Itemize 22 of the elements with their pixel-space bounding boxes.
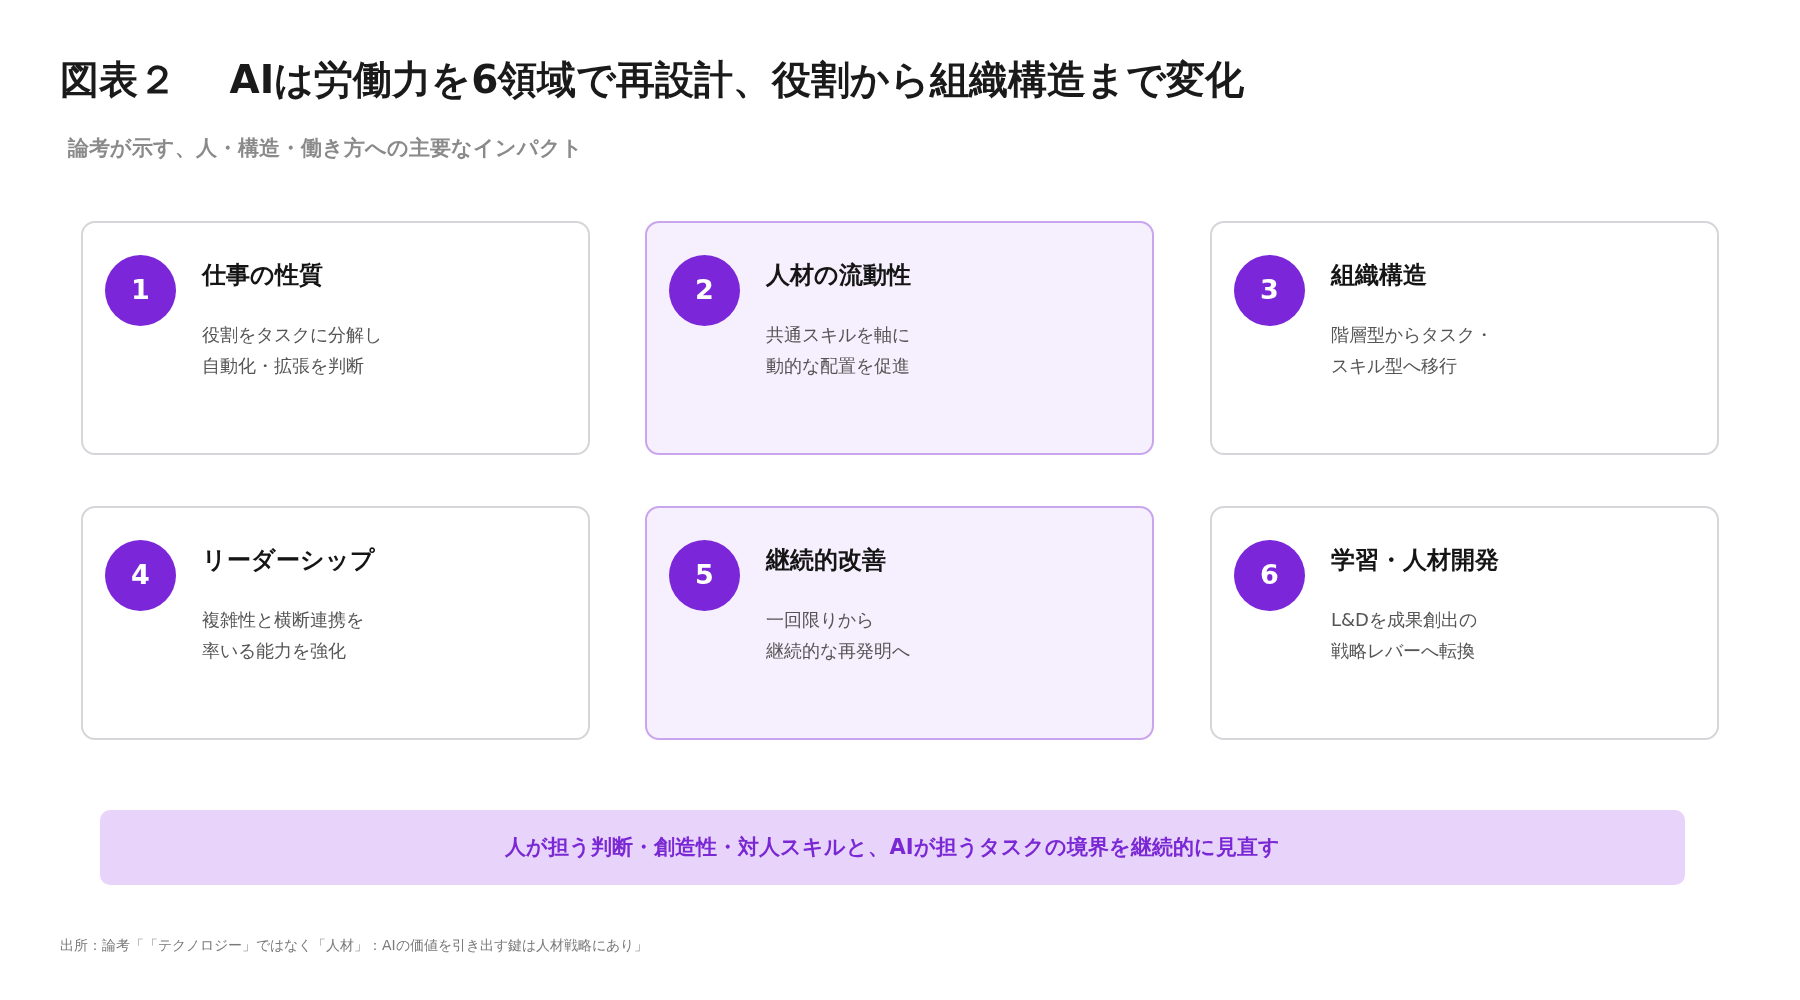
card-title: リーダーシップ <box>202 545 375 576</box>
card <box>645 506 1154 740</box>
card-title: 学習・人材開発 <box>1331 545 1499 576</box>
card-description: 役割をタスクに分解し自動化・拡張を判断 <box>202 323 382 378</box>
card-title: 継続的改善 <box>766 545 886 576</box>
card-title: 組織構造 <box>1331 260 1427 291</box>
card-description: 共通スキルを軸に動的な配置を促進 <box>766 323 910 378</box>
card <box>81 506 590 740</box>
source-note: 出所：論考「「テクノロジー」ではなく「人材」：AIの価値を引き出す鍵は人材戦略にあり」 <box>60 936 648 955</box>
card-description: 階層型からタスク・スキル型へ移行 <box>1331 323 1493 378</box>
title: 図表２ AIは労働力を6領域で再設計、役割から組織構造まで変化 <box>60 56 1245 104</box>
card <box>1210 506 1719 740</box>
card <box>1210 221 1719 455</box>
subtitle: 論考が示す、人・構造・働き方への主要なインパクト <box>68 135 583 162</box>
card-title: 人材の流動性 <box>766 260 911 291</box>
card <box>645 221 1154 455</box>
card-description: L&Dを成果創出の戦略レバーへ転換 <box>1331 608 1477 663</box>
summary-banner: 人が担う判断・創造性・対人スキルと、AIが担うタスクの境界を継続的に見直す <box>100 810 1685 885</box>
card-title: 仕事の性質 <box>202 260 323 291</box>
card <box>81 221 590 455</box>
card-description: 一回限りから継続的な再発明へ <box>766 608 910 663</box>
card-description: 複雑性と横断連携を率いる能力を強化 <box>202 608 364 663</box>
